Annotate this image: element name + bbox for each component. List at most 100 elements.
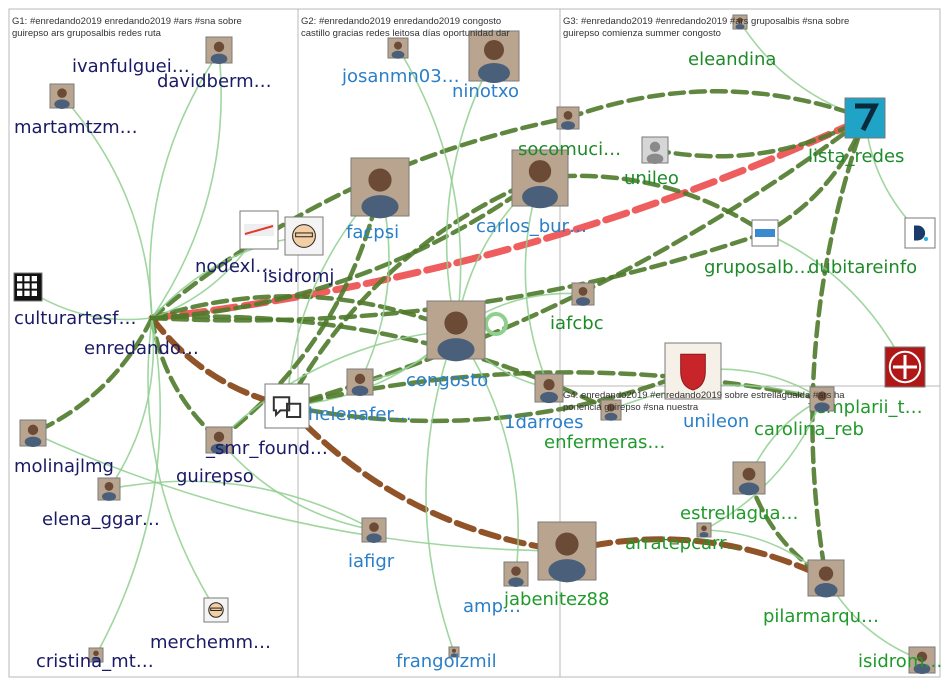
node-estrellagua-person-head-icon [742,467,756,481]
node-carlos_bur[interactable]: carlos_bur… [476,149,587,237]
node-unileo-person-head-icon [649,141,661,153]
node-label-davidberm: davidberm… [157,71,272,92]
node-enredando[interactable]: enredando… [84,338,199,359]
node-carolina_reb[interactable]: carolina_reb [754,386,864,440]
node-jabenitez88[interactable]: jabenitez88 [503,521,609,610]
node-templarii[interactable]: templarii_t… [808,346,926,418]
node-josanmn03[interactable]: josanmn03… [341,37,460,87]
edge-unileo-lista_redes [652,115,868,159]
node-iafigr[interactable]: iafigr [348,517,395,572]
node-templarii-cross-ring-icon [888,350,922,384]
node-socomuci[interactable]: socomuci… [518,106,621,160]
node-cristina_mt[interactable]: cristina_mt… [36,647,154,672]
edge-congosto-ninotxo [445,55,495,331]
node-isidromj-cartoon-face-icon [292,224,316,248]
node-enfermeras[interactable]: enfermeras… [544,399,665,453]
node-iafcbc-person-body-icon [575,297,591,306]
node-dubitareinfo-d-logo-dot-icon [923,236,929,242]
node-elena_ggar-person-body-icon [101,492,117,501]
node-elena_ggar[interactable]: elena_ggar… [42,477,160,530]
node-facpsi-person-body-icon [361,195,399,219]
node-ampa-person-body-icon [508,577,524,587]
node-congosto-person-head-icon [444,311,468,335]
node-label-dubitareinfo: dubitareinfo [808,257,917,278]
node-ninotxo[interactable]: ninotxo [452,30,520,102]
node-1darroes[interactable]: 1darroes [504,373,583,433]
node-lista_redes[interactable]: lista_redes [808,97,904,167]
node-culturartesf[interactable]: culturartesf… [13,272,136,329]
node-label-congosto: congosto [406,370,488,391]
node-ampa[interactable]: amp… [463,561,529,617]
node-label-eleandina: eleandina [688,49,776,70]
node-estrellagua[interactable]: estrellagua… [680,461,799,524]
node-iafcbc[interactable]: iafcbc [550,282,604,334]
node-label-gruposalb: gruposalb… [704,257,812,278]
edge-jabenitez88-pilarmarqu [564,536,829,581]
group-header-g1-line1: G1: #enredando2019 enredando2019 #ars #s… [12,16,242,27]
node-enfermeras-person-head-icon [607,403,615,412]
node-pilarmarqu[interactable]: pilarmarqu… [763,559,879,627]
node-josanmn03-person-head-icon [394,41,402,50]
node-enfermeras-person-body-icon [604,412,618,421]
node-eleandina-person-head-icon [737,17,743,24]
node-socomuci-person-body-icon [560,121,576,130]
node-iafigr-person-body-icon [366,533,382,543]
node-unileo[interactable]: unileo [624,136,679,189]
node-davidberm[interactable]: davidberm… [157,71,272,92]
node-merchemm[interactable]: merchemm… [150,597,271,653]
node-estrellagua-person-body-icon [738,482,760,496]
node-guirepso[interactable]: guirepso [176,426,254,487]
node-label-isidrom: isidrom… [858,651,942,672]
node-arratepcarr-person-body-icon [699,531,709,538]
node-smr_found-speech-bubble-icon [286,402,302,418]
edge-elena_ggar-iafigr [108,480,375,531]
node-dubitareinfo[interactable]: dubitareinfo [808,217,936,278]
node-label-templarii: templarii_t… [808,397,923,418]
node-cristina_mt-person-body-icon [91,656,101,663]
node-carolina_reb-person-body-icon [814,402,830,412]
node-culturartesf-logo-cell-icon [31,290,37,296]
node-nodexl[interactable]: nodexl… [195,210,279,277]
group-header-g4-line1: G4: enredando2019 #enredando2019 sobre e… [563,390,845,401]
node-culturartesf-logo-cell-icon [31,276,37,282]
node-gruposalb[interactable]: gruposalb… [704,219,812,278]
node-helenafer-person-body-icon [351,385,369,397]
node-smr_found[interactable]: _smr_found… [205,383,328,459]
node-ivanfulguei[interactable]: ivanfulguei… [72,36,233,77]
node-culturartesf-logo-cell-icon [24,283,30,289]
node-congosto[interactable]: congosto [406,300,488,391]
node-label-iafigr: iafigr [348,551,395,572]
node-dubitareinfo-d-logo-icon [914,225,926,241]
node-isidrom-person-body-icon [913,663,931,675]
node-label-culturartesf: culturartesf… [14,308,136,329]
node-iafigr-person-head-icon [369,522,379,532]
edge-congosto-josanmn03 [397,47,462,331]
node-eleandina[interactable]: eleandina [688,14,776,70]
node-frangolzmil-person-body-icon [450,653,458,658]
node-arratepcarr[interactable]: arratepcarr… [625,522,745,554]
node-label-unileon: unileon [683,411,749,432]
node-ivanfulguei-person-body-icon [210,53,228,65]
node-smr_found-speech-bubble-icon [272,396,291,418]
edge-guirepso-facpsi [216,184,383,443]
node-guirepso-person-head-icon [213,431,225,443]
node-carolina_reb-person-head-icon [817,391,827,401]
node-socomuci-person-head-icon [563,110,573,120]
node-facpsi[interactable]: facpsi [346,157,410,243]
node-molinajlmg[interactable]: molinajlmg [14,419,114,477]
node-helenafer[interactable]: helenafer… [308,368,412,425]
node-isidrom[interactable]: isidrom… [858,646,942,675]
group-header-g3-line2: guirepso comienza summer congosto [563,28,721,39]
node-martamtzm[interactable]: martamtzm… [14,83,138,138]
edge-enredando-carlos_bur [149,175,543,321]
node-unileon[interactable]: unileon [664,342,749,432]
edge-smr_found-unileon [284,368,696,424]
node-label-lista_redes: lista_redes [808,146,904,167]
node-unileo-person-body-icon [646,153,664,165]
node-carlos_bur-person-head-icon [528,160,552,183]
node-isidromj[interactable]: isidromj [263,216,334,287]
edge-enredando-gruposalb [149,230,768,323]
node-nodexl-nodexl-stroke-icon [244,225,274,235]
node-frangolzmil[interactable]: frangolzmil [396,646,497,672]
edge-smr_found-jabenitez88 [284,403,570,554]
